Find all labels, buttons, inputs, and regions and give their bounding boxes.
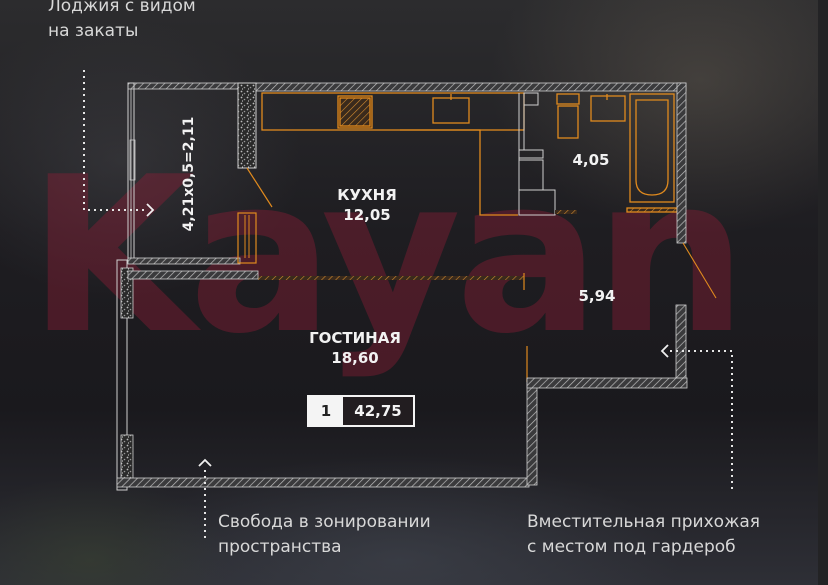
loggia-dimension: 4,21x0,5=2,11 (181, 116, 197, 232)
living-walls (116, 259, 688, 491)
room-count: 1 (309, 397, 343, 425)
room-label-bathroom: 4,05 (572, 151, 610, 169)
callout-arrows (146, 203, 669, 467)
callout-lines (83, 70, 733, 540)
caption-hallway-line1: Вместительная прихожая (527, 512, 761, 532)
kitchen-name: КУХНЯ (337, 186, 397, 204)
loggia-door-swing (246, 167, 273, 208)
caption-zoning-line2: пространства (218, 537, 342, 557)
column-top (237, 82, 257, 169)
right-edge-strip (818, 0, 828, 585)
right-wall-upper (676, 82, 687, 244)
top-wall (255, 82, 687, 92)
room-label-living: ГОСТИНАЯ 18,60 (290, 328, 420, 368)
right-wall-lower (675, 304, 687, 388)
caption-hallway-line2: с местом под гардероб (527, 537, 736, 557)
room-label-kitchen: КУХНЯ 12,05 (322, 185, 412, 225)
arrow-right-icon (146, 203, 155, 217)
apartment-summary-badge: 1 42,75 (307, 395, 415, 427)
living-name: ГОСТИНАЯ (309, 329, 401, 347)
kitchen-living-divider (258, 276, 524, 280)
loggia-walls (127, 82, 241, 265)
caption-loggia-line1: Лоджия с видом (48, 0, 196, 16)
caption-zoning: Свобода в зонировании пространства (218, 510, 431, 560)
total-area: 42,75 (343, 397, 413, 425)
entry-door-swing (682, 242, 717, 299)
caption-loggia-line2: на закаты (48, 21, 139, 41)
living-area: 18,60 (331, 349, 379, 367)
caption-hallway: Вместительная прихожая с местом под гард… (527, 510, 760, 560)
caption-loggia: Лоджия с видом на закаты (48, 0, 196, 44)
loggia-door-frame (237, 212, 257, 264)
room-label-hallway: 5,94 (578, 287, 616, 305)
arrow-up-icon (198, 458, 212, 467)
arrow-left-icon (660, 344, 669, 358)
kitchen-counter (261, 92, 525, 216)
caption-zoning-line1: Свобода в зонировании (218, 512, 431, 532)
kitchen-area: 12,05 (343, 206, 391, 224)
bathroom-partition (518, 92, 556, 216)
